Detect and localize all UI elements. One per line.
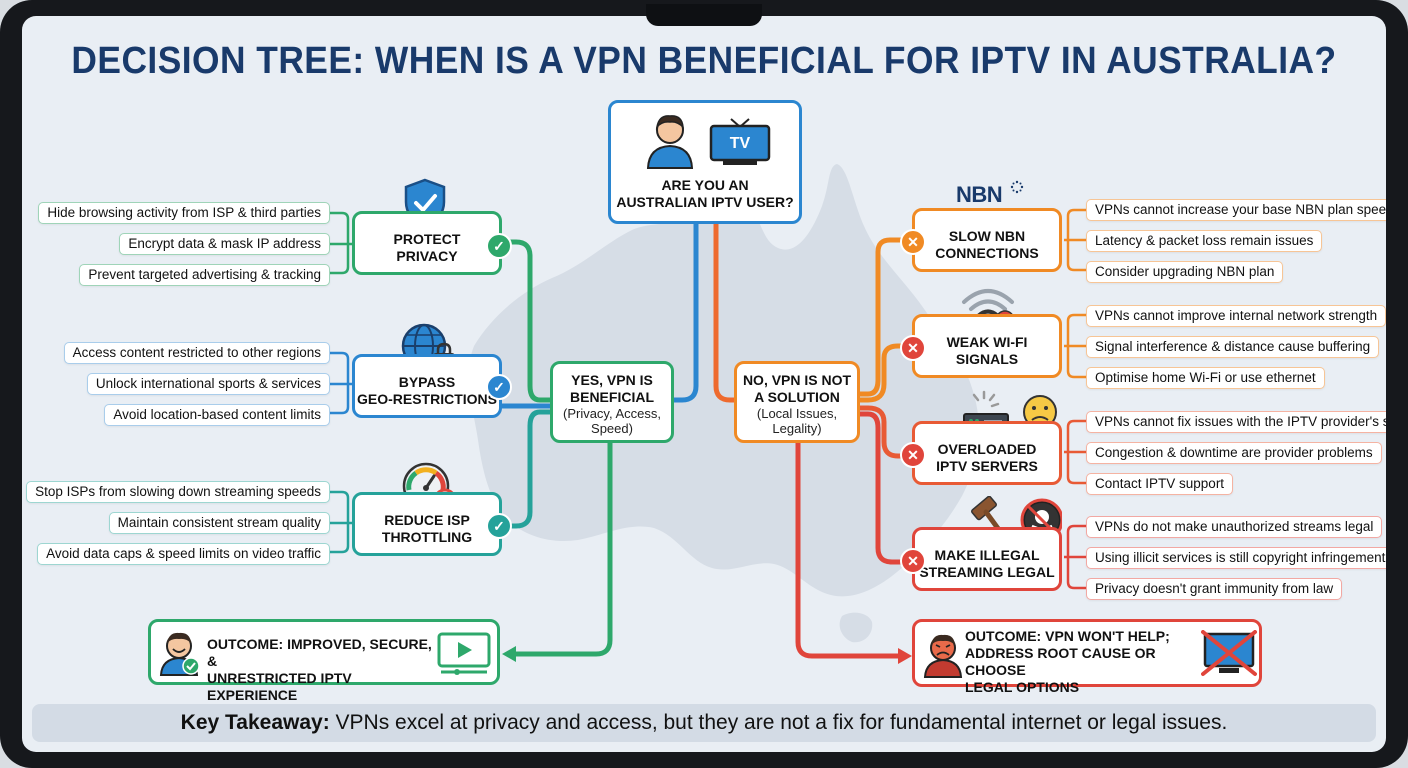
x-icon: ✕ bbox=[900, 335, 926, 361]
benefit-node-bypass-geo-restrictions: BYPASS GEO-RESTRICTIONS bbox=[352, 354, 502, 418]
key-takeaway-banner: Key Takeaway: VPNs excel at privacy and … bbox=[32, 704, 1376, 742]
frustrated-user-icon bbox=[923, 634, 963, 678]
happy-user-icon bbox=[159, 632, 200, 676]
no-branch-node: NO, VPN IS NOT A SOLUTION (Local Issues,… bbox=[734, 361, 860, 443]
yes-branch-sub2: Speed) bbox=[591, 421, 633, 436]
leaf-text: Hide browsing activity from ISP & third … bbox=[38, 202, 330, 224]
play-screen-icon bbox=[437, 632, 491, 675]
outcome-yes-line2: UNRESTRICTED IPTV EXPERIENCE bbox=[207, 670, 352, 703]
benefit-title-line2: GEO-RESTRICTIONS bbox=[356, 391, 497, 407]
connector-lines bbox=[330, 208, 1086, 664]
root-question-node: TV ARE YOU AN AUSTRALIAN IPTV USER? bbox=[608, 100, 802, 224]
x-icon: ✕ bbox=[900, 229, 926, 255]
page-title: DECISION TREE: WHEN IS A VPN BENEFICIAL … bbox=[71, 40, 1337, 82]
outcome-yes-line1: OUTCOME: IMPROVED, SECURE, & bbox=[207, 636, 432, 669]
australia-map-background bbox=[468, 164, 979, 643]
outcome-no-line3: LEGAL OPTIONS bbox=[965, 679, 1080, 695]
limit-node-overloaded-iptv-servers: OVERLOADED IPTV SERVERS bbox=[912, 421, 1062, 485]
benefit-title-line1: REDUCE ISP bbox=[384, 512, 470, 528]
leaf-text: Avoid location-based content limits bbox=[104, 404, 330, 426]
limit-node-slow-nbn-connections: SLOW NBN CONNECTIONS bbox=[912, 208, 1062, 272]
leaf-text: Contact IPTV support bbox=[1086, 473, 1234, 495]
leaf-text: VPNs cannot improve internal network str… bbox=[1086, 305, 1386, 327]
limit-node-make-illegal-streaming-legal: MAKE ILLEGAL STREAMING LEGAL bbox=[912, 527, 1062, 591]
limit-title-line1: MAKE ILLEGAL bbox=[934, 547, 1040, 563]
benefit-node-protect-privacy: PROTECT PRIVACY bbox=[352, 211, 502, 275]
leaf-text: Privacy doesn't grant immunity from law bbox=[1086, 578, 1343, 600]
limit-title-line2: IPTV SERVERS bbox=[936, 458, 1038, 474]
no-branch-line1: NO, VPN IS NOT bbox=[742, 372, 852, 388]
key-takeaway-label: Key Takeaway: bbox=[180, 711, 330, 734]
yes-branch-line1: YES, VPN IS bbox=[571, 372, 653, 388]
limit-title-line2: STREAMING LEGAL bbox=[919, 564, 1055, 580]
tv-icon bbox=[709, 118, 771, 165]
root-question-line1: ARE YOU AN bbox=[661, 177, 749, 193]
key-takeaway-text: VPNs excel at privacy and access, but th… bbox=[335, 711, 1228, 734]
leaf-text: Unlock international sports & services bbox=[86, 373, 330, 395]
leaf-text: Prevent targeted advertising & tracking bbox=[79, 264, 330, 286]
leaf-text: Signal interference & distance cause buf… bbox=[1086, 336, 1380, 358]
leaf-text: Access content restricted to other regio… bbox=[63, 342, 330, 364]
check-icon: ✓ bbox=[486, 513, 512, 539]
benefit-title-line2: PRIVACY bbox=[396, 248, 458, 264]
leaf-text: VPNs cannot increase your base NBN plan … bbox=[1086, 199, 1386, 221]
no-branch-sub2: Legality) bbox=[772, 421, 822, 436]
yes-branch-node: YES, VPN IS BENEFICIAL (Privacy, Access,… bbox=[550, 361, 674, 443]
no-branch-sub1: (Local Issues, bbox=[756, 406, 838, 421]
leaf-text: Stop ISPs from slowing down streaming sp… bbox=[26, 481, 330, 503]
no-branch-line2: A SOLUTION bbox=[754, 389, 840, 405]
leaf-text: Maintain consistent stream quality bbox=[108, 512, 330, 534]
benefit-title-line1: PROTECT bbox=[393, 231, 461, 247]
tv-label: TV bbox=[729, 135, 751, 152]
nbn-logo-text: NBN bbox=[956, 182, 1003, 207]
yes-branch-line2: BENEFICIAL bbox=[570, 389, 654, 405]
camera-notch bbox=[646, 4, 762, 26]
benefit-node-reduce-isp-throttling: REDUCE ISP THROTTLING bbox=[352, 492, 502, 556]
limit-title-line1: SLOW NBN bbox=[948, 228, 1026, 244]
yes-branch-sub1: (Privacy, Access, bbox=[562, 406, 661, 421]
leaf-text: VPNs cannot fix issues with the IPTV pro… bbox=[1086, 411, 1386, 433]
limit-title-line2: CONNECTIONS bbox=[935, 245, 1039, 261]
check-icon: ✓ bbox=[486, 374, 512, 400]
x-icon: ✕ bbox=[900, 548, 926, 574]
limit-node-weak-wifi-signals: WEAK WI-FI SIGNALS bbox=[912, 314, 1062, 378]
leaf-text: Congestion & downtime are provider probl… bbox=[1086, 442, 1382, 464]
outcome-no-line1: OUTCOME: VPN WON'T HELP; bbox=[965, 628, 1170, 644]
crossed-tv-icon bbox=[1201, 630, 1257, 676]
user-icon bbox=[646, 115, 694, 169]
limit-title-line2: SIGNALS bbox=[955, 351, 1019, 367]
limit-title-line1: WEAK WI-FI bbox=[946, 334, 1028, 350]
check-icon: ✓ bbox=[486, 233, 512, 259]
benefit-title-line1: BYPASS bbox=[398, 374, 456, 390]
outcome-yes-node: OUTCOME: IMPROVED, SECURE, & UNRESTRICTE… bbox=[148, 619, 500, 703]
root-question-line2: AUSTRALIAN IPTV USER? bbox=[616, 194, 794, 210]
infographic-screen: DECISION TREE: WHEN IS A VPN BENEFICIAL … bbox=[22, 16, 1386, 752]
benefit-title-line2: THROTTLING bbox=[381, 529, 473, 545]
leaf-text: Consider upgrading NBN plan bbox=[1086, 261, 1284, 283]
outcome-no-line2: ADDRESS ROOT CAUSE OR CHOOSE bbox=[965, 645, 1156, 678]
leaf-text: Avoid data caps & speed limits on video … bbox=[37, 543, 330, 565]
leaf-text: Optimise home Wi-Fi or use ethernet bbox=[1086, 367, 1325, 389]
outcome-no-node: OUTCOME: VPN WON'T HELP; ADDRESS ROOT CA… bbox=[912, 619, 1262, 695]
leaf-text: Using illicit services is still copyrigh… bbox=[1086, 547, 1386, 569]
x-icon: ✕ bbox=[900, 442, 926, 468]
limit-title-line1: OVERLOADED bbox=[937, 441, 1037, 457]
leaf-text: Latency & packet loss remain issues bbox=[1086, 230, 1323, 252]
leaf-text: VPNs do not make unauthorized streams le… bbox=[1086, 516, 1383, 538]
leaf-text: Encrypt data & mask IP address bbox=[119, 233, 330, 255]
